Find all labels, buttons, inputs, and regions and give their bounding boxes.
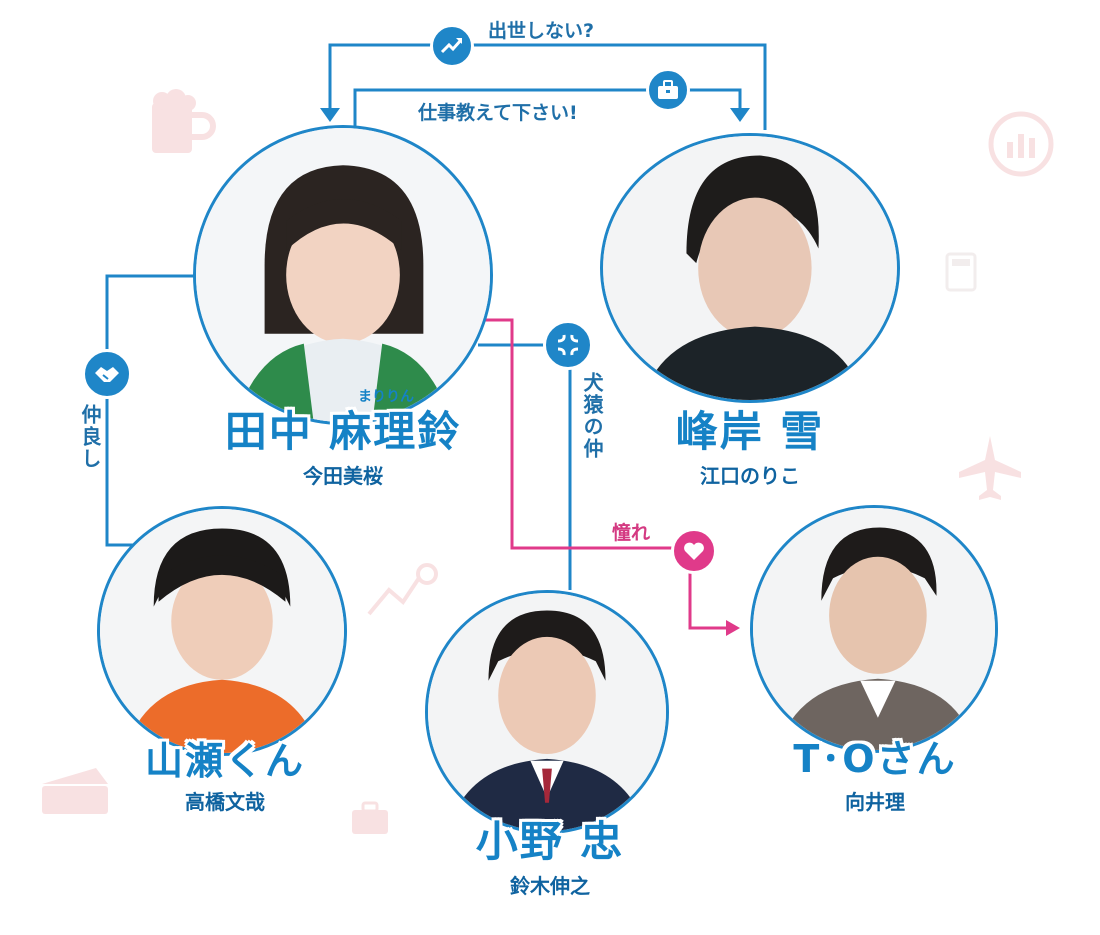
relation-label-shusse: 出世しない?: [488, 20, 595, 42]
relation-label-nakayoshi: 仲良し: [78, 404, 102, 470]
relation-label-oshiete: 仕事教えて下さい!: [418, 102, 578, 124]
portrait-to: [750, 505, 998, 753]
anger-symbol-icon: [557, 334, 579, 356]
relation-label-akogare: 憧れ: [612, 522, 651, 544]
handshake-icon: [95, 367, 119, 382]
airplane-icon: [959, 436, 1021, 500]
actor-name-tanaka: 今田美桜: [303, 464, 383, 488]
portrait-minegishi: [600, 133, 900, 403]
portrait-ono: [425, 590, 669, 834]
handshake-badge: [82, 349, 132, 399]
briefcase-icon: [658, 80, 678, 99]
person-silhouette-icon: [100, 509, 344, 753]
actor-name-ono: 鈴木伸之: [510, 874, 590, 898]
actor-name-yamase: 高橋文哉: [185, 790, 265, 814]
calculator-icon: [945, 252, 977, 292]
cake-icon: [42, 768, 108, 814]
portrait-tanaka: [193, 125, 493, 425]
person-silhouette-icon: [753, 508, 995, 750]
magnifier-icon: [367, 563, 438, 616]
trend-up-icon: [440, 38, 463, 54]
person-silhouette-icon: [428, 593, 666, 831]
character-name-yamase: 山瀬くん: [144, 739, 305, 783]
anger-badge: [543, 320, 593, 370]
actor-name-to: 向井理: [845, 790, 905, 814]
character-name-to: T･Oさん: [793, 737, 957, 781]
relation-label-kenen: 犬猿の仲: [580, 372, 604, 460]
actor-name-minegishi: 江口のりこ: [700, 464, 800, 488]
heart-badge: [671, 528, 717, 574]
chart-gauge-icon: [988, 111, 1054, 177]
person-silhouette-icon: [603, 136, 897, 400]
briefcase-icon: [352, 801, 388, 834]
character-name-minegishi: 峰岸 雪: [675, 407, 825, 456]
growth-trend-badge: [430, 24, 474, 68]
character-name-tanaka: 田中 麻理鈴: [224, 407, 462, 456]
person-silhouette-icon: [196, 128, 490, 422]
heart-icon: [684, 542, 704, 560]
character-name-ono: 小野 忠: [475, 817, 625, 866]
name-ruby-tanaka: まりりん: [358, 389, 414, 405]
briefcase-badge: [646, 68, 690, 112]
portrait-yamase: [97, 506, 347, 756]
